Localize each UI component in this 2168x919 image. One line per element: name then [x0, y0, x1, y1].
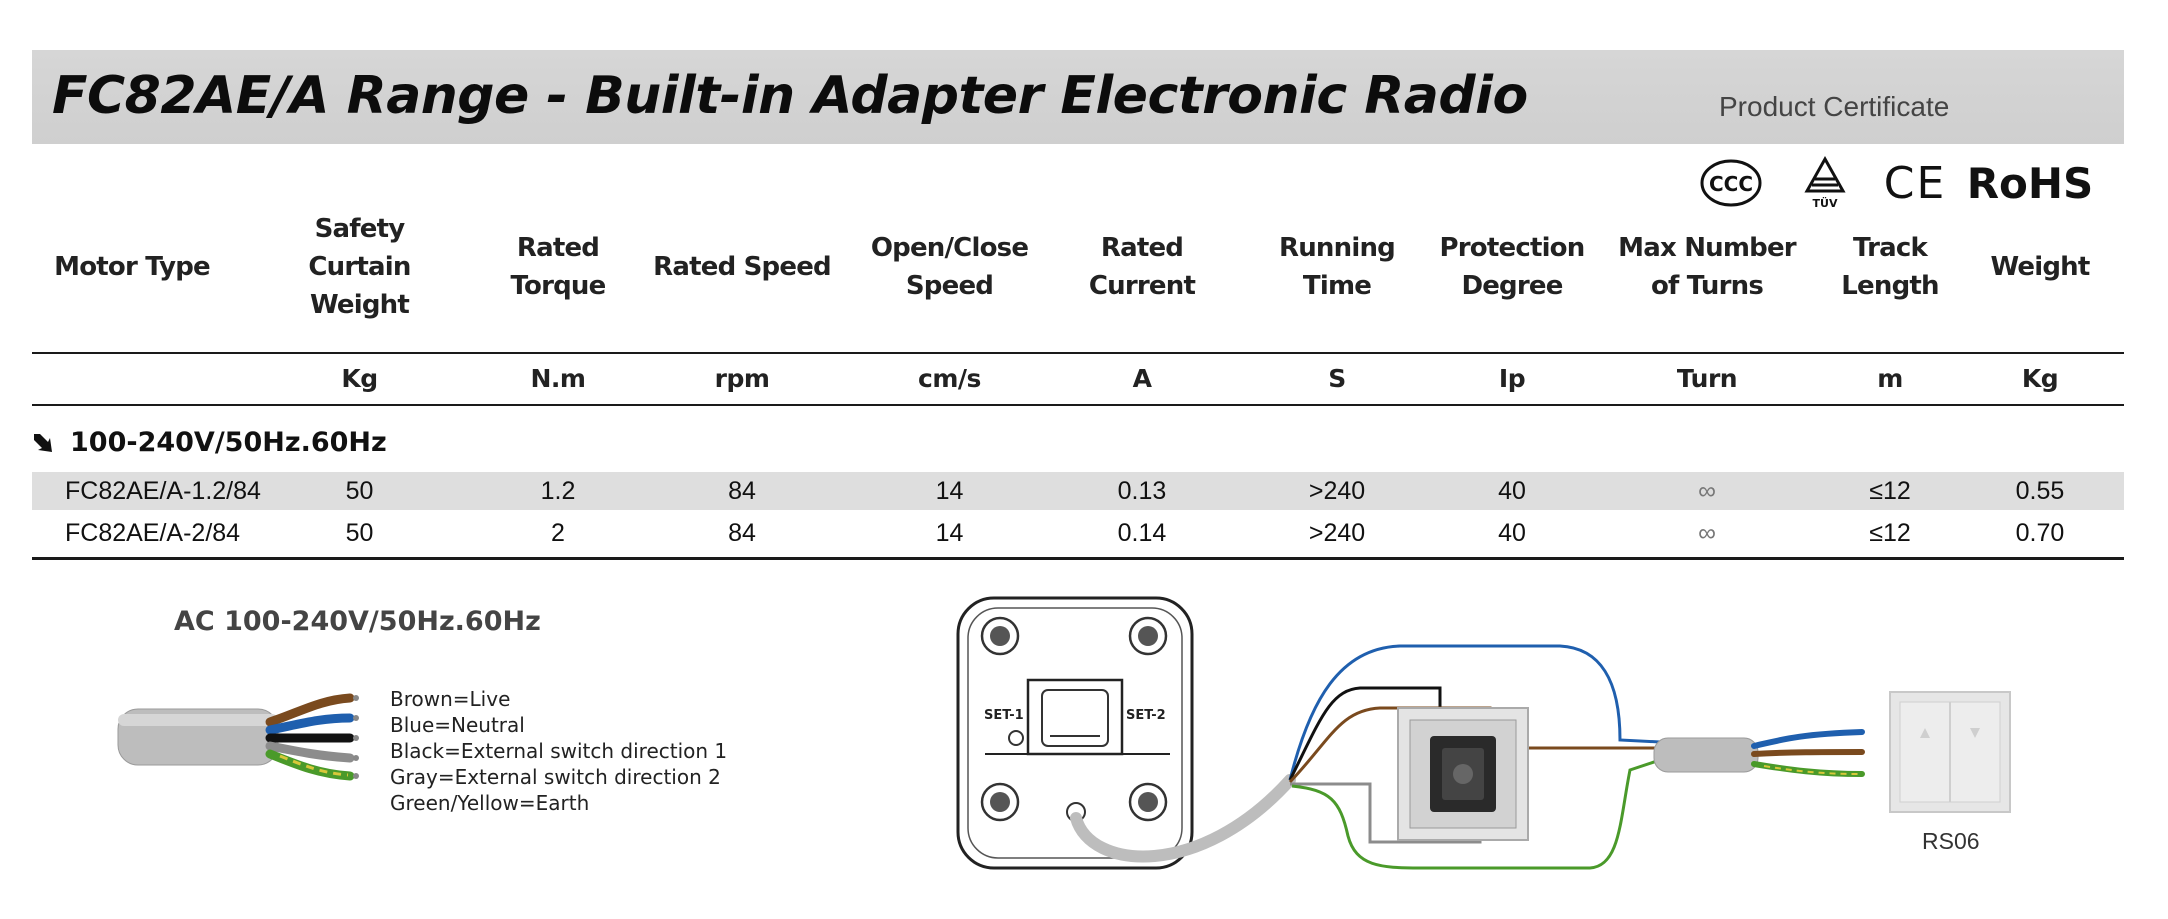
- table-cell: 0.13: [1117, 476, 1167, 505]
- rs06-switch-illustration: [1889, 691, 2011, 813]
- page-title: FC82AE/A Range - Built-in Adapter Electr…: [52, 66, 1528, 126]
- table-cell: ∞: [1698, 518, 1716, 547]
- unit-label: m: [1877, 363, 1903, 393]
- column-header: Track Length: [1841, 233, 1939, 301]
- column-header: Rated Current: [1088, 233, 1196, 301]
- table-cell: 84: [728, 476, 756, 505]
- unit-label: cm/s: [918, 363, 981, 393]
- unit-label: Kg: [2021, 363, 2059, 393]
- motor-type-cell: FC82AE/A-1.2/84: [65, 476, 261, 505]
- screw-icon: [980, 782, 1020, 822]
- unit-label: A: [1132, 363, 1152, 393]
- tuv-mark-icon: TÜV: [1800, 155, 1850, 211]
- switch-module-illustration: [1397, 707, 1529, 841]
- column-header: Running Time: [1279, 233, 1396, 301]
- table-cell: ≤12: [1869, 518, 1911, 547]
- switch-model-label: RS06: [1922, 828, 1980, 854]
- unit-label: Kg: [341, 363, 378, 393]
- column-header: Weight: [1990, 252, 2090, 282]
- unit-label: N.m: [530, 363, 586, 393]
- switch-wiring: [1288, 644, 1661, 870]
- screw-icon: [1128, 782, 1168, 822]
- motor-type-cell: FC82AE/A-2/84: [65, 518, 241, 547]
- power-cable-illustration: [117, 693, 359, 781]
- motor-end-cap-illustration: [956, 596, 1296, 870]
- unit-label: Ip: [1498, 363, 1526, 393]
- table-rule: [32, 352, 2124, 354]
- svg-text:TÜV: TÜV: [1813, 196, 1838, 210]
- table-cell: 50: [345, 518, 374, 547]
- table-cell: 1.2: [540, 476, 576, 505]
- set-2-label: SET-2: [1126, 708, 1166, 723]
- ac-voltage-label: AC 100-240V/50Hz.60Hz: [174, 606, 541, 637]
- voltage-group-heading: 100-240V/50Hz.60Hz: [32, 422, 387, 462]
- legend-item: Brown=Live: [390, 687, 511, 711]
- svg-text:CCC: CCC: [1709, 172, 1753, 196]
- voltage-group-label: 100-240V/50Hz.60Hz: [70, 426, 387, 458]
- title-banner: [32, 50, 2124, 144]
- column-header: Rated Torque: [510, 233, 607, 301]
- table-cell: >240: [1308, 476, 1366, 505]
- table-cell: 0.70: [2015, 518, 2065, 547]
- table-cell: 84: [728, 518, 756, 547]
- output-cable-illustration: [1653, 729, 1865, 777]
- column-header: Motor Type: [54, 252, 211, 282]
- certificate-label: Product Certificate: [1719, 91, 1950, 122]
- legend-item: Blue=Neutral: [390, 713, 525, 737]
- table-row: FC82AE/A-2/84 50 2 84 14 0.14 >240 40 ∞ …: [32, 514, 2124, 552]
- table-cell: 0.14: [1117, 518, 1167, 547]
- unit-label: S: [1328, 363, 1346, 393]
- legend-item: Green/Yellow=Earth: [390, 791, 590, 815]
- table-rule: [32, 557, 2124, 560]
- arrow-down-right-icon: [34, 434, 52, 452]
- column-header: Rated Speed: [653, 252, 832, 282]
- table-row: FC82AE/A-1.2/84 50 1.2 84 14 0.13 >240 4…: [32, 472, 2124, 510]
- table-cell: 50: [345, 476, 374, 505]
- rohs-mark: RoHS: [1966, 158, 2094, 208]
- screw-icon: [980, 616, 1020, 656]
- table-cell: 0.55: [2015, 476, 2065, 505]
- legend-item: Gray=External switch direction 2: [390, 765, 721, 789]
- table-cell: 14: [935, 476, 964, 505]
- table-cell: 40: [1498, 476, 1526, 505]
- unit-label: Turn: [1676, 363, 1738, 393]
- wire-legend: Brown=Live Blue=Neutral Black=External s…: [390, 686, 727, 816]
- table-cell: 40: [1498, 518, 1526, 547]
- table-cell: 2: [551, 518, 565, 547]
- legend-item: Black=External switch direction 1: [390, 739, 728, 763]
- table-rule: [32, 404, 2124, 406]
- table-cell: ∞: [1698, 476, 1716, 505]
- unit-label: rpm: [714, 363, 770, 393]
- ce-mark: CE: [1883, 157, 1947, 209]
- table-cell: >240: [1308, 518, 1366, 547]
- table-cell: ≤12: [1869, 476, 1911, 505]
- table-cell: 14: [935, 518, 964, 547]
- ccc-mark-icon: CCC: [1697, 155, 1765, 211]
- screw-icon: [1128, 616, 1168, 656]
- set-1-label: SET-1: [984, 708, 1024, 723]
